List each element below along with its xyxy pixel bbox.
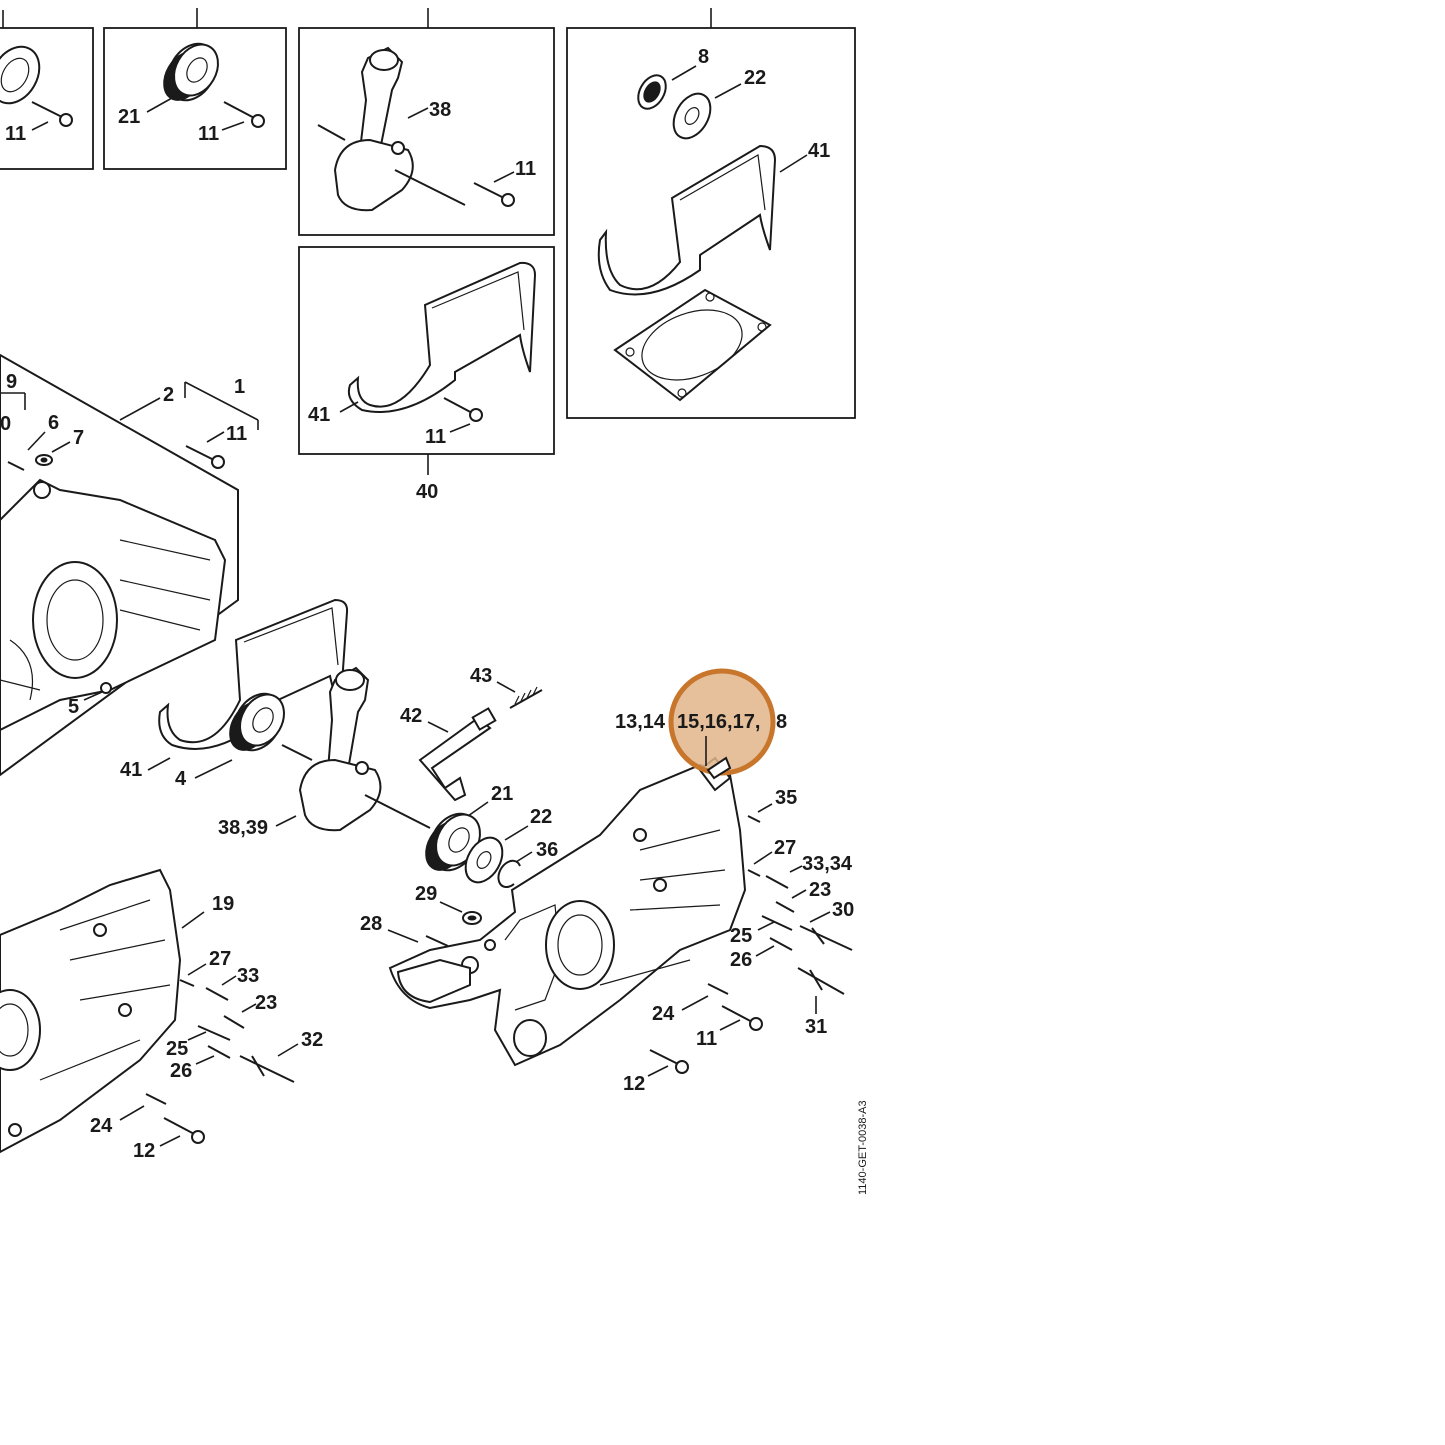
label-11: 11 [515, 158, 536, 180]
gasket-icon [347, 261, 537, 413]
label-12: 12 [133, 1140, 155, 1162]
label-28: 28 [360, 913, 382, 935]
label-11: 11 [696, 1028, 717, 1050]
lever-icon[interactable] [418, 707, 497, 802]
label-2: 2 [163, 384, 174, 406]
label-25: 25 [166, 1038, 188, 1060]
spring-icon[interactable] [509, 686, 543, 709]
label-5: 5 [68, 696, 79, 718]
screw-icon[interactable] [163, 1117, 205, 1144]
label-11: 11 [198, 123, 219, 145]
label-41: 41 [808, 140, 830, 162]
label-23: 23 [255, 992, 277, 1014]
drawing-code: 1140-GET-0038-A3 [857, 1100, 869, 1195]
label-41: 41 [308, 404, 330, 426]
stud-icon[interactable] [765, 875, 789, 889]
washer-icon[interactable] [458, 831, 510, 889]
cylinder-gasket-icon [613, 288, 772, 402]
washer-icon[interactable] [462, 911, 482, 925]
kit-box-b[interactable]: 21 11 [103, 8, 287, 170]
label-33: 33 [237, 965, 259, 987]
label-38-39: 38,39 [218, 817, 268, 839]
washer-icon [35, 454, 53, 466]
bar-stud-icon[interactable] [797, 967, 845, 995]
bar-stud-icon[interactable] [239, 1055, 295, 1083]
label-6: 6 [48, 412, 59, 434]
label-9: 9 [6, 371, 17, 393]
screw-icon[interactable] [649, 1049, 689, 1074]
kit-box-d[interactable]: 8 22 41 [566, 8, 856, 419]
label-19: 19 [212, 893, 234, 915]
label-21: 21 [118, 106, 140, 128]
bar-stud-icon[interactable] [799, 925, 853, 951]
bearing-icon[interactable] [221, 685, 292, 759]
label-43: 43 [470, 665, 492, 687]
label-30: 30 [832, 899, 854, 921]
kit-box-c[interactable]: 38 11 [298, 8, 555, 236]
crankcase-half-lower-left[interactable] [0, 868, 182, 1154]
label-32: 32 [301, 1029, 323, 1051]
crankshaft-icon [317, 46, 466, 212]
label-33-34: 33,34 [802, 853, 853, 875]
label-27: 27 [774, 837, 796, 859]
gasket-icon [597, 144, 777, 296]
label-31: 31 [805, 1016, 827, 1038]
label-21: 21 [491, 783, 513, 805]
label-7: 7 [73, 427, 84, 449]
screw-icon[interactable] [747, 815, 761, 823]
label-26: 26 [730, 949, 752, 971]
label-26: 26 [170, 1060, 192, 1082]
label-29: 29 [415, 883, 437, 905]
label-24: 24 [90, 1115, 113, 1137]
circlip-icon[interactable] [497, 859, 521, 889]
label-25: 25 [730, 925, 752, 947]
sleeve-icon[interactable] [775, 901, 795, 913]
label-15-16-17: 15,16,17, [677, 711, 760, 733]
label-0: 0 [0, 413, 11, 435]
bearing-icon [163, 42, 219, 102]
kit-box-e[interactable]: 41 11 40 [298, 246, 555, 503]
crankcase-half-right[interactable] [388, 756, 747, 1067]
label-8: 8 [776, 711, 787, 733]
screw-icon[interactable] [721, 1005, 763, 1031]
screw-icon [31, 101, 73, 127]
screw-icon [473, 182, 515, 207]
label-8: 8 [698, 46, 709, 68]
label-41: 41 [120, 759, 142, 781]
crankcase-half-left[interactable] [0, 353, 239, 777]
label-40: 40 [416, 481, 438, 503]
screw-icon [443, 397, 483, 422]
gasket-icon[interactable] [158, 598, 349, 750]
label-42: 42 [400, 705, 422, 727]
label-36: 36 [536, 839, 558, 861]
washer-icon [672, 92, 712, 140]
label-11: 11 [226, 423, 247, 445]
label-35: 35 [775, 787, 797, 809]
label-11: 11 [5, 123, 26, 145]
label-24: 24 [652, 1003, 675, 1025]
label-23: 23 [809, 879, 831, 901]
screw-icon [185, 445, 225, 469]
label-38: 38 [429, 99, 451, 121]
label-4: 4 [175, 768, 187, 790]
screw-icon [223, 101, 265, 128]
seal-icon [637, 74, 667, 110]
crankshaft-icon[interactable] [281, 666, 431, 832]
label-11: 11 [425, 426, 446, 448]
label-22: 22 [530, 806, 552, 828]
kit-box-a[interactable]: 11 [0, 10, 94, 170]
label-13-14: 13,14 [615, 711, 666, 733]
label-27: 27 [209, 948, 231, 970]
label-12: 12 [623, 1073, 645, 1095]
label-1: 1 [234, 376, 245, 398]
label-22: 22 [744, 67, 766, 89]
